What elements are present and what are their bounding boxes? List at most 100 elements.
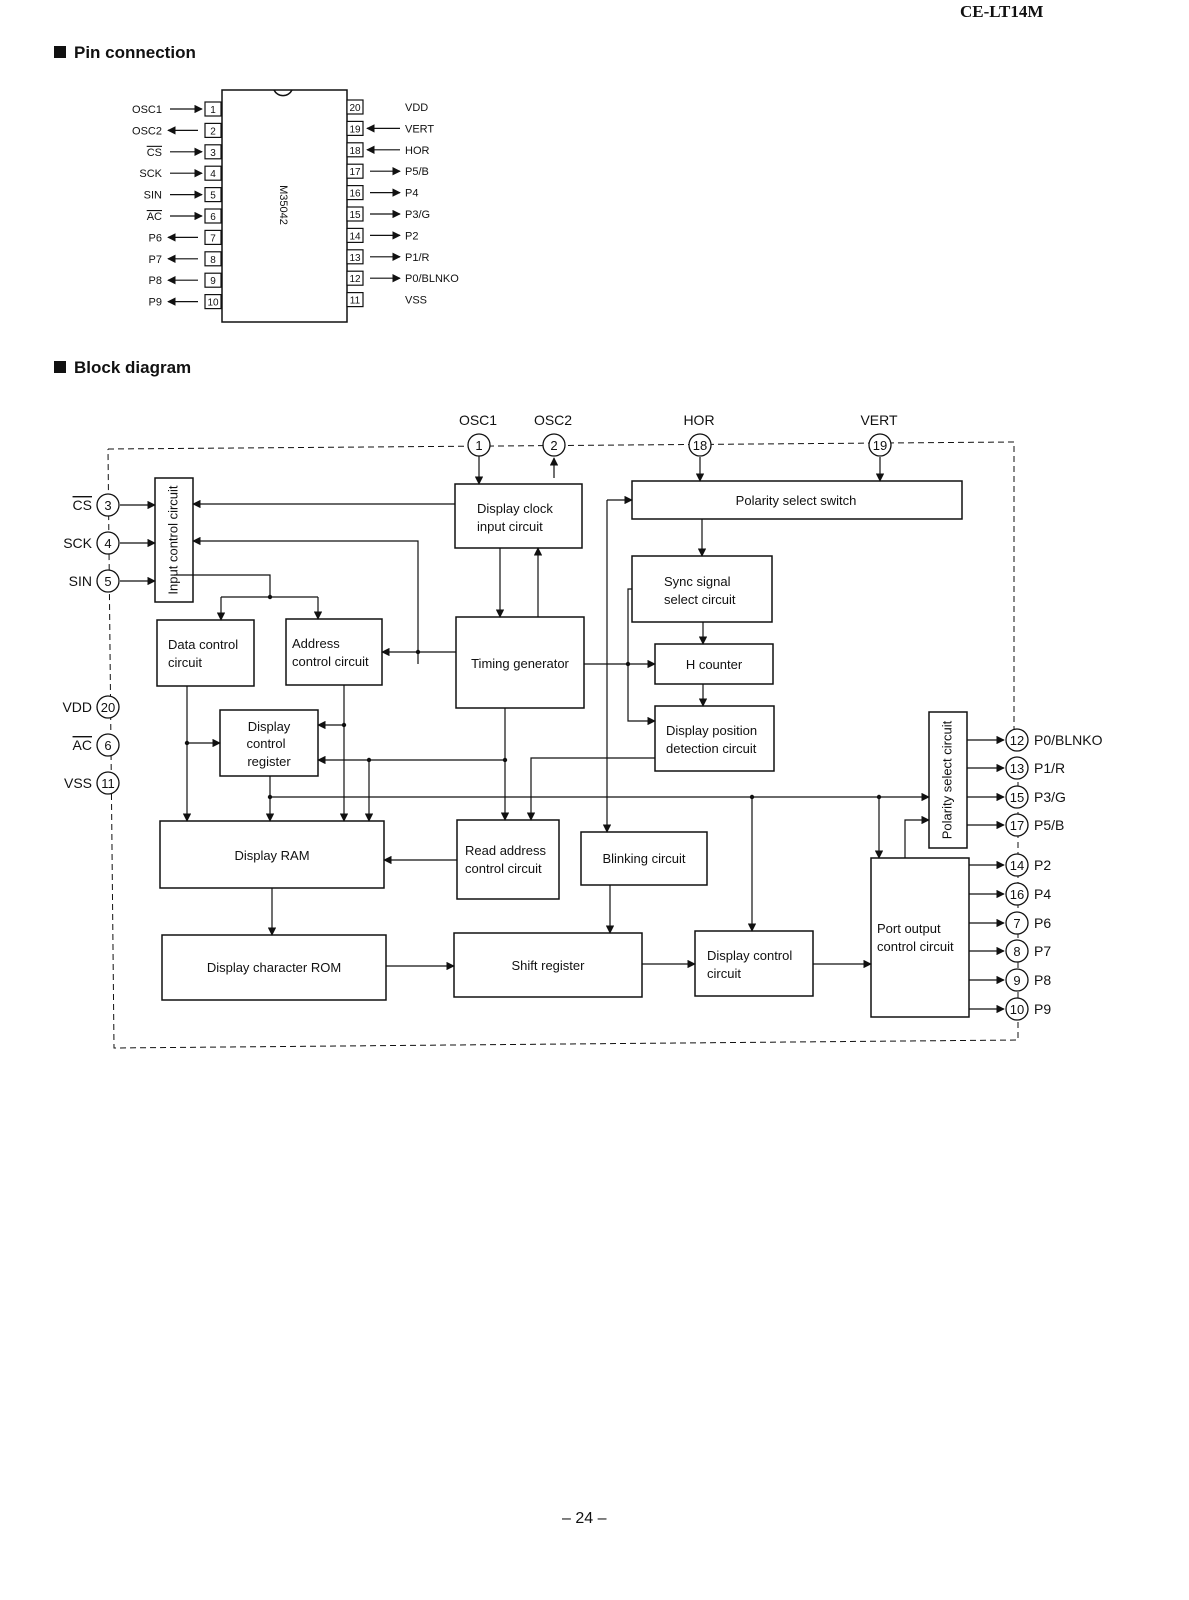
pin-circle: [96, 695, 120, 719]
pin-circle-number: 6: [104, 738, 111, 753]
pin-number: 11: [350, 296, 361, 307]
pin-box: [204, 251, 222, 267]
read-address-label-1: Read address: [465, 843, 546, 858]
pin-circle-number: 20: [101, 700, 115, 715]
pin-connection-diagram: M35042 1OSC12OSC23CS4SCK5SIN6AC7P68P79P8…: [132, 89, 459, 323]
pin-circle-number: 13: [1010, 761, 1024, 776]
bullet-square-icon: [54, 46, 66, 58]
display-clock-label-1: Display clock: [477, 501, 553, 516]
pin-number: 19: [349, 124, 361, 135]
pin-circle-number: 15: [1010, 790, 1024, 805]
pin-circle-number: 4: [104, 536, 111, 551]
right-pin-name: P3/G: [1034, 789, 1066, 805]
pin-name: VDD: [405, 102, 428, 114]
pin-number: 8: [210, 255, 216, 266]
pin-circle: [1005, 728, 1029, 752]
right-pin-name: P9: [1034, 1001, 1051, 1017]
pin-box: [346, 292, 364, 308]
pin-connection-title: Pin connection: [74, 43, 196, 62]
right-pin-name: P4: [1034, 886, 1051, 902]
pin-circle: [96, 531, 120, 555]
pin-number: 10: [207, 298, 219, 309]
pin-name: P8: [149, 275, 162, 287]
left-pin-name: AC: [73, 737, 92, 753]
read-address-control-block: Read address control circuit: [456, 819, 560, 900]
left-pin-name: CS: [73, 497, 92, 513]
pin-number: 17: [349, 167, 361, 178]
pin-box: [346, 206, 364, 222]
pin-name: HOR: [405, 145, 430, 157]
pin-name: P2: [405, 230, 418, 242]
page-number: – 24 –: [562, 1510, 607, 1527]
pin-circle-number: 19: [873, 438, 887, 453]
pin-number: 5: [210, 191, 216, 202]
pin-box: [346, 185, 364, 201]
left-pin-name: VDD: [62, 699, 92, 715]
read-address-label-2: control circuit: [465, 861, 542, 876]
block-diagram-heading: Block diagram: [54, 358, 191, 378]
signal-lines: [120, 456, 930, 971]
pin-name: VSS: [405, 295, 427, 307]
pin-name: SIN: [144, 190, 162, 202]
pin-box: [204, 294, 222, 310]
pin-box: [346, 99, 364, 115]
dcr-label-1: Display: [248, 719, 291, 734]
right-pin-name: P5/B: [1034, 817, 1064, 833]
pin-number: 13: [349, 253, 361, 264]
shift-register-label: Shift register: [512, 958, 586, 973]
left-pin-name: SIN: [69, 573, 92, 589]
sync-label-2: select circuit: [664, 592, 736, 607]
display-control-circuit-block: Display control circuit: [694, 930, 814, 997]
pin-number: 12: [349, 274, 361, 285]
pin-box: [346, 120, 364, 137]
pin-circle: [1005, 756, 1029, 780]
block-diagram-title: Block diagram: [74, 358, 192, 377]
port-output-control-block: Port output control circuit: [870, 857, 970, 1018]
pin-circle: [1005, 813, 1029, 837]
pin-circle: [96, 493, 120, 517]
document-model-code: CE-LT14M: [960, 2, 1044, 21]
pin-circle: [467, 433, 491, 457]
pin-number: 4: [210, 169, 216, 180]
pin-circle: [688, 433, 712, 457]
sync-signal-select-block: Sync signal select circuit: [631, 555, 773, 623]
pin-number: 6: [210, 212, 216, 223]
pin-circle-number: 16: [1010, 887, 1024, 902]
pin-name: P4: [405, 188, 418, 200]
polarity-switch-label: Polarity select switch: [736, 493, 857, 508]
pin-circle: [1005, 785, 1029, 809]
pin-number: 18: [349, 146, 361, 157]
input-control-circuit-block: Input control circuit: [154, 477, 194, 603]
right-pin-name: P8: [1034, 972, 1051, 988]
ic-part-number: M35042: [277, 185, 289, 225]
pin-name: VERT: [405, 123, 434, 135]
pin-name: P7: [149, 254, 162, 266]
address-control-label-2: control circuit: [292, 654, 369, 669]
pin-number: 9: [210, 276, 216, 287]
pin-name: OSC1: [132, 104, 162, 116]
display-position-detection-block: Display position detection circuit: [654, 705, 775, 772]
pin-connection-heading: Pin connection: [54, 43, 196, 63]
pin-box: [346, 142, 364, 158]
right-pin-name: P7: [1034, 943, 1051, 959]
pin-number: 3: [210, 148, 216, 159]
pin-number: 2: [210, 126, 216, 137]
pin-circle-number: 3: [104, 498, 111, 513]
pin-circle: [96, 771, 120, 795]
ic-package: M35042: [221, 89, 348, 323]
pin-circle-number: 17: [1010, 818, 1024, 833]
port-output-label-1: Port output: [877, 921, 941, 936]
blinking-label: Blinking circuit: [602, 851, 685, 866]
bullet-square-icon: [54, 361, 66, 373]
pin-circle-number: 10: [1010, 1002, 1024, 1017]
pin-circle-number: 2: [550, 438, 557, 453]
address-control-circuit-block: Address control circuit: [285, 618, 383, 686]
pin-box: [346, 270, 364, 286]
pin-number: 20: [349, 103, 361, 114]
pin-box: [346, 227, 364, 243]
pin-box: [204, 165, 222, 181]
pin-circle: [542, 433, 566, 457]
pin-circle: [1005, 882, 1029, 906]
display-position-label-2: detection circuit: [666, 741, 757, 756]
display-control-register-block: Display control register: [219, 709, 319, 777]
